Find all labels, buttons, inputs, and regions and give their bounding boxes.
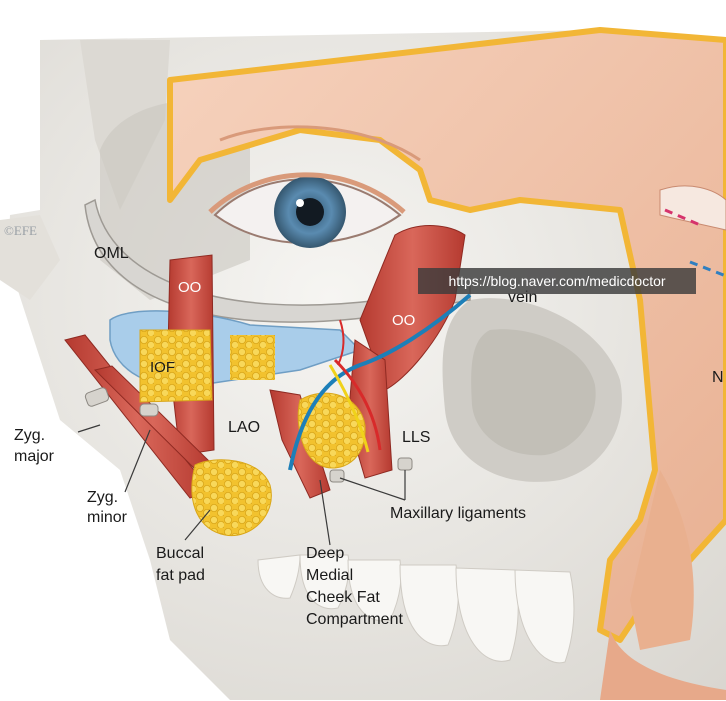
label-zyg-major-2: major bbox=[14, 448, 55, 465]
label-deep-3: Cheek Fat bbox=[306, 589, 380, 606]
teeth bbox=[257, 554, 575, 664]
label-edge-letter: N bbox=[712, 369, 724, 386]
label-buccal-2: fat pad bbox=[156, 567, 205, 584]
fat-pads bbox=[139, 329, 366, 537]
label-lls: LLS bbox=[402, 429, 430, 446]
copyright-mark: ©EFE bbox=[4, 223, 37, 238]
leader-lines bbox=[77, 424, 406, 546]
watermark-banner: https://blog.naver.com/medicdoctor bbox=[418, 268, 696, 294]
label-deep-2: Medial bbox=[306, 567, 353, 584]
vessels-nerves bbox=[288, 293, 472, 471]
label-buccal-1: Buccal bbox=[156, 545, 204, 562]
label-lao: LAO bbox=[228, 419, 260, 436]
label-zyg-minor-1: Zyg. bbox=[87, 489, 118, 506]
label-iof: IOF bbox=[150, 359, 175, 376]
label-oml: OML bbox=[94, 245, 129, 262]
skin-flap bbox=[167, 27, 726, 700]
label-deep-4: Compartment bbox=[306, 611, 403, 628]
label-oo-left: OO bbox=[178, 279, 201, 296]
label-zyg-minor-2: minor bbox=[87, 509, 128, 526]
eye bbox=[208, 172, 406, 248]
label-oo-right: OO bbox=[392, 312, 415, 329]
label-zyg-major-1: Zyg. bbox=[14, 427, 45, 444]
label-deep-1: Deep bbox=[306, 545, 344, 562]
label-maxillary-ligaments: Maxillary ligaments bbox=[390, 505, 526, 522]
